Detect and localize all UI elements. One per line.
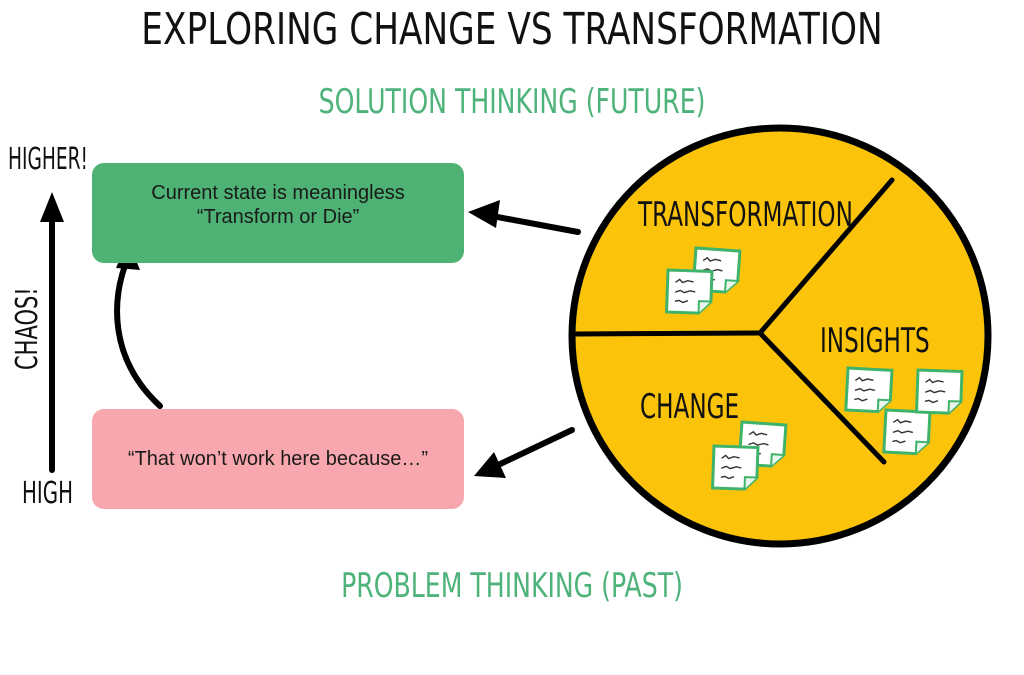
pie-label-transformation: TRANSFORMATION xyxy=(637,194,853,234)
axis-label-higher: HIGHER! xyxy=(8,142,89,177)
future-box-line-2: “Transform or Die” xyxy=(196,206,360,228)
sticky-note-icon xyxy=(882,408,932,456)
solution-thinking-heading: SOLUTION THINKING (FUTURE) xyxy=(318,82,706,122)
problem-thinking-heading: PROBLEM THINKING (PAST) xyxy=(341,566,683,606)
chaos-axis-arrowhead xyxy=(40,192,64,222)
pie-divider-left xyxy=(573,330,763,337)
axis-label-high: HIGH xyxy=(22,476,73,511)
sticky-note-icon xyxy=(844,366,894,414)
arrow-to-future-head xyxy=(468,200,500,228)
arrow-to-future xyxy=(489,213,581,235)
arrow-to-past-head xyxy=(474,452,506,478)
future-state-box: Current state is meaningless “Transform … xyxy=(92,163,464,263)
pie-label-insights: INSIGHTS xyxy=(820,320,930,360)
pie-divider-top xyxy=(757,177,895,336)
sticky-note-icon xyxy=(915,368,964,416)
arrow-to-past xyxy=(493,427,575,469)
future-box-line-1: Current state is meaningless xyxy=(151,182,405,204)
curved-arrow xyxy=(114,255,163,409)
past-box-text: “That won’t work here because…” xyxy=(127,448,429,470)
sticky-note-icon xyxy=(711,444,760,492)
page-title: EXPLORING CHANGE VS TRANSFORMATION xyxy=(141,4,883,55)
pie-label-change: CHANGE xyxy=(640,386,739,426)
pie-divider-bottom xyxy=(757,330,887,465)
sticky-note-icon xyxy=(665,268,714,316)
past-state-box: “That won’t work here because…” xyxy=(92,409,464,509)
